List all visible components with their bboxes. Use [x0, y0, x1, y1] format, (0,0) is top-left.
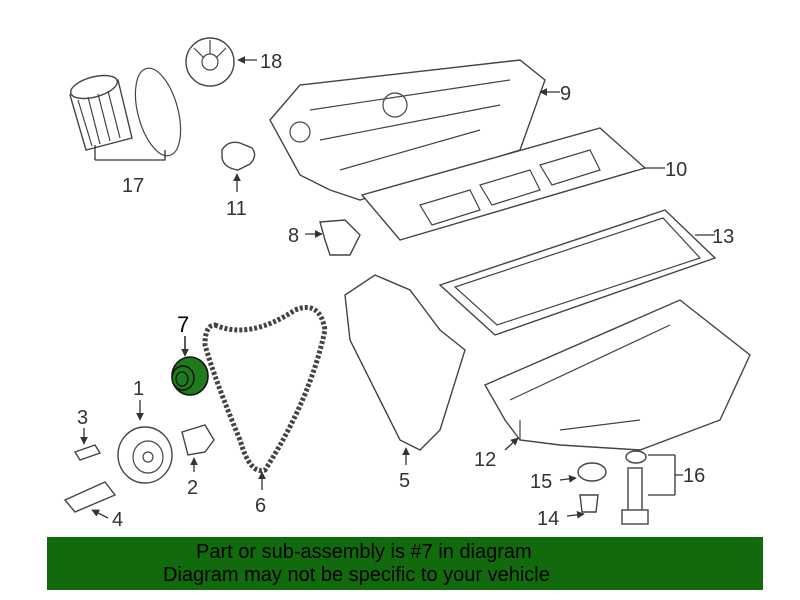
- callout-7[interactable]: 7: [177, 312, 189, 337]
- callout-17[interactable]: 17: [122, 175, 144, 197]
- callout-2[interactable]: 2: [187, 477, 198, 499]
- callout-6[interactable]: 6: [255, 495, 266, 517]
- callout-13[interactable]: 13: [712, 226, 734, 248]
- callout-10[interactable]: 10: [665, 159, 687, 181]
- banner-line-disclaimer: Diagram may not be specific to your vehi…: [163, 564, 550, 586]
- part-timing-cover[interactable]: [344, 274, 466, 451]
- part-hub[interactable]: [181, 424, 215, 456]
- banner-line-part-number: Part or sub-assembly is #7 in diagram: [196, 541, 532, 563]
- callout-16[interactable]: 16: [683, 465, 705, 487]
- part-crank-pulley[interactable]: [117, 426, 173, 484]
- info-banner: Part or sub-assembly is #7 in diagram Di…: [47, 537, 763, 590]
- callout-9[interactable]: 9: [560, 83, 571, 105]
- part-timing-chain[interactable]: [202, 305, 328, 474]
- part-oil-pan[interactable]: [484, 299, 751, 451]
- callout-15[interactable]: 15: [530, 471, 552, 493]
- leader-14: [566, 510, 585, 519]
- callout-14[interactable]: 14: [537, 508, 559, 530]
- part-bolt-small[interactable]: [73, 444, 102, 461]
- part-sprocket-highlighted[interactable]: [171, 356, 209, 396]
- callout-11[interactable]: 11: [226, 198, 247, 220]
- callout-18[interactable]: 18: [260, 51, 282, 73]
- part-sensor[interactable]: [319, 219, 361, 256]
- callout-1[interactable]: 1: [133, 378, 144, 400]
- callout-8[interactable]: 8: [288, 225, 299, 247]
- leader-12: [504, 437, 519, 451]
- callout-5[interactable]: 5: [399, 470, 410, 492]
- part-seal[interactable]: [577, 462, 607, 482]
- part-crank-bolt[interactable]: [63, 481, 117, 513]
- part-oil-pan-gasket[interactable]: [438, 209, 717, 336]
- callout-3[interactable]: 3: [77, 407, 88, 429]
- leader-15: [559, 475, 577, 483]
- leader-4: [91, 509, 109, 519]
- part-gasket-small[interactable]: [221, 141, 256, 171]
- part-oil-filter[interactable]: [68, 63, 189, 160]
- leader-16: [648, 454, 683, 496]
- callout-12[interactable]: 12: [474, 449, 496, 471]
- part-valve-cover-gasket[interactable]: [360, 127, 647, 241]
- part-oil-level-sensor[interactable]: [621, 450, 649, 525]
- callout-4[interactable]: 4: [112, 509, 123, 531]
- part-filter-cap[interactable]: [185, 37, 235, 87]
- part-drain-plug[interactable]: [579, 494, 599, 513]
- leader-17: [94, 145, 166, 161]
